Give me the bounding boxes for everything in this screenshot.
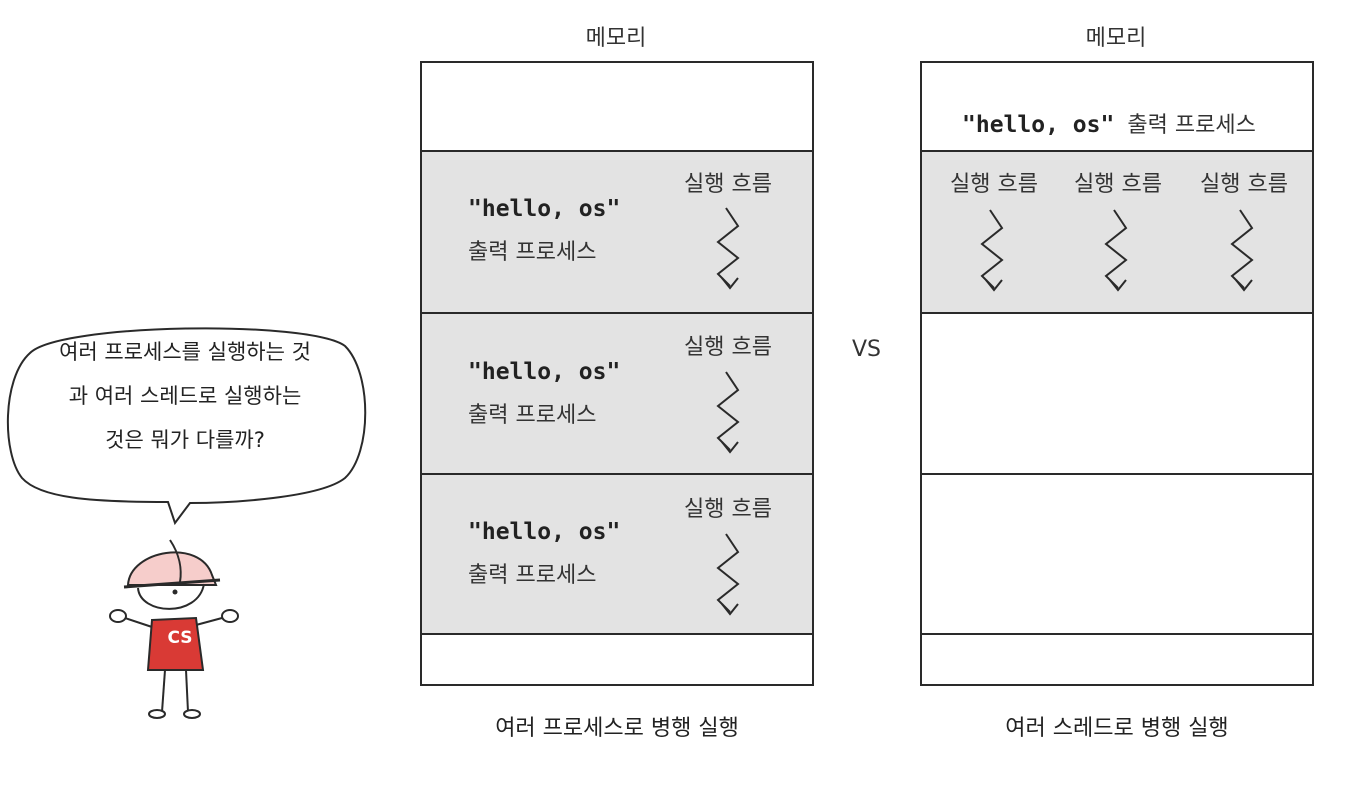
flow-arrow-icon bbox=[1230, 209, 1254, 292]
thread-flow-label-3: 실행 흐름 bbox=[1200, 172, 1288, 197]
process-code: "hello, os" bbox=[468, 359, 621, 385]
process-label: 출력 프로세스 bbox=[468, 563, 597, 588]
left-process-2: "hello, os" 출력 프로세스 실행 흐름 bbox=[422, 312, 812, 473]
flow-label: 실행 흐름 bbox=[684, 497, 772, 522]
right-memory-title: 메모리 bbox=[1085, 26, 1147, 51]
flow-arrow-icon bbox=[980, 209, 1004, 292]
process-code: "hello, os" bbox=[468, 196, 621, 222]
right-threads-segment: 실행 흐름 실행 흐름 실행 흐름 bbox=[922, 150, 1312, 312]
bubble-line-3: 것은 뭐가 다를까? bbox=[105, 428, 265, 452]
process-label: 출력 프로세스 bbox=[468, 240, 597, 265]
right-memory-box: "hello, os" 출력 프로세스 실행 흐름 실행 흐름 실행 흐름 bbox=[920, 61, 1314, 686]
flow-arrow-icon bbox=[1104, 209, 1128, 292]
left-process-1: "hello, os" 출력 프로세스 실행 흐름 bbox=[422, 150, 812, 312]
process-label: 출력 프로세스 bbox=[1127, 113, 1256, 138]
bubble-line-1: 여러 프로세스를 실행하는 것 bbox=[59, 340, 311, 364]
speech-bubble-text: 여러 프로세스를 실행하는 것 과 여러 스레드로 실행하는 것은 뭐가 다를까… bbox=[10, 330, 360, 462]
flow-arrow-icon bbox=[716, 371, 740, 454]
flow-arrow-icon bbox=[716, 207, 740, 290]
right-empty-segment-2 bbox=[922, 473, 1312, 633]
flow-label: 실행 흐름 bbox=[684, 335, 772, 360]
left-empty-bottom bbox=[422, 633, 812, 686]
vs-label: VS bbox=[852, 337, 882, 362]
left-process-3: "hello, os" 출력 프로세스 실행 흐름 bbox=[422, 473, 812, 633]
mascot-figure bbox=[109, 539, 239, 719]
mascot-shirt-text: CS bbox=[167, 628, 193, 648]
right-process-header: "hello, os" 출력 프로세스 bbox=[922, 63, 1312, 150]
speech-bubble bbox=[6, 327, 367, 526]
left-caption: 여러 프로세스로 병행 실행 bbox=[495, 716, 739, 741]
left-memory-box: "hello, os" 출력 프로세스 실행 흐름 "hello, os" 출력… bbox=[420, 61, 814, 686]
process-code: "hello, os" bbox=[468, 519, 621, 545]
thread-flow-label-1: 실행 흐름 bbox=[950, 172, 1038, 197]
thread-flow-label-2: 실행 흐름 bbox=[1074, 172, 1162, 197]
right-caption: 여러 스레드로 병행 실행 bbox=[1005, 716, 1229, 741]
right-empty-segment-1 bbox=[922, 312, 1312, 473]
right-process-title: "hello, os" 출력 프로세스 bbox=[962, 107, 1256, 139]
right-empty-bottom bbox=[922, 633, 1312, 686]
process-code: "hello, os" bbox=[962, 112, 1115, 138]
left-empty-top bbox=[422, 63, 812, 150]
process-label: 출력 프로세스 bbox=[468, 403, 597, 428]
flow-label: 실행 흐름 bbox=[684, 172, 772, 197]
flow-arrow-icon bbox=[716, 533, 740, 616]
bubble-line-2: 과 여러 스레드로 실행하는 bbox=[68, 384, 302, 408]
left-memory-title: 메모리 bbox=[585, 26, 647, 51]
